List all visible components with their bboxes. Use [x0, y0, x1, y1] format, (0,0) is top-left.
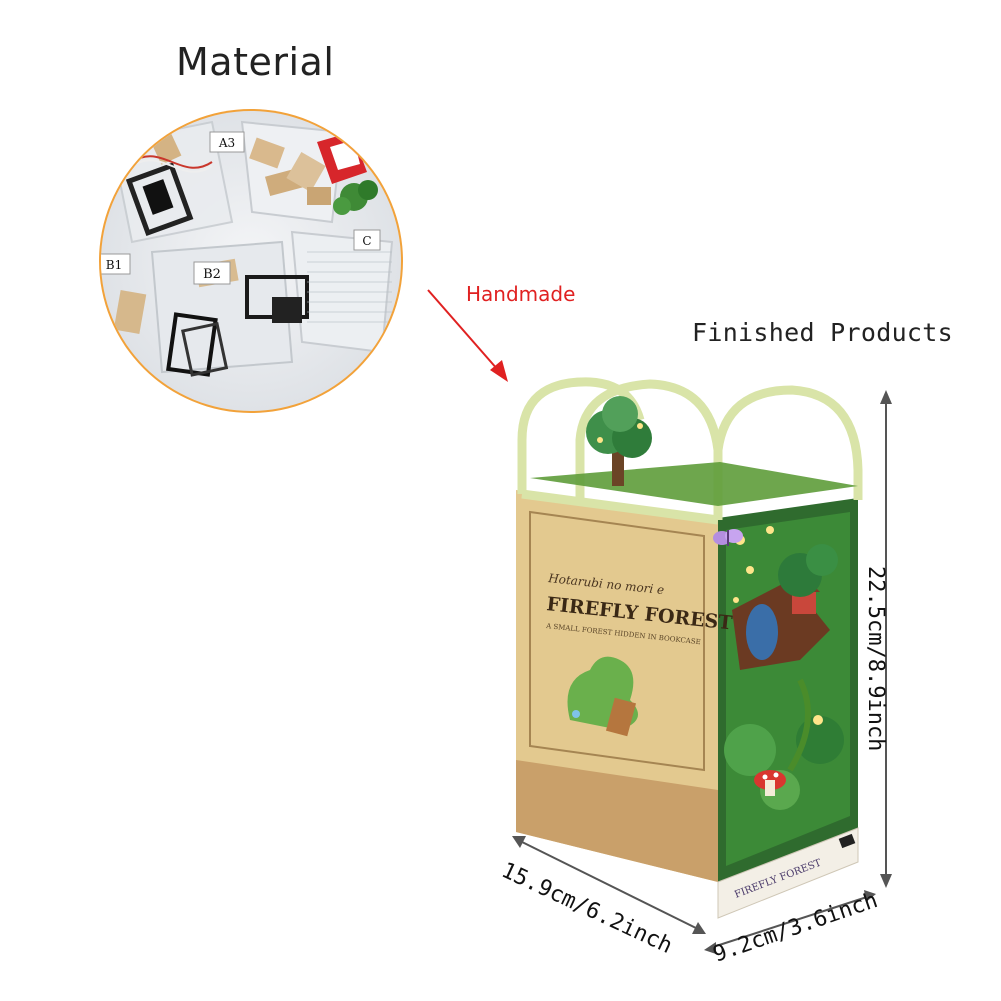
materials-photo: A3 B1 B2 C: [99, 109, 403, 413]
material-heading: Material: [176, 40, 335, 84]
switch-icon: [838, 833, 856, 849]
handmade-label: Handmade: [466, 282, 576, 306]
bag-label-b2-text: B2: [203, 267, 221, 282]
finished-product-photo: Hotarubi no mori e FIREFLY FOREST A SMAL…: [512, 377, 892, 954]
bag-label-b2: B2: [193, 261, 231, 285]
height-dimension-label: 22.5cm/8.9inch: [863, 566, 888, 752]
bag-label-b1-text: B1: [106, 258, 122, 272]
arrow-icon: [427, 289, 508, 382]
bag-label-a3-text: A3: [218, 136, 235, 150]
bag-label-c-text: C: [362, 234, 371, 248]
butterfly-icon: [713, 529, 743, 546]
finished-products-label: Finished Products: [692, 318, 953, 347]
dimension-lines: [512, 390, 892, 954]
bag-label-c: C: [353, 229, 381, 251]
bag-label-a3: A3: [209, 131, 245, 153]
bag-label-b1: B1: [101, 253, 131, 275]
